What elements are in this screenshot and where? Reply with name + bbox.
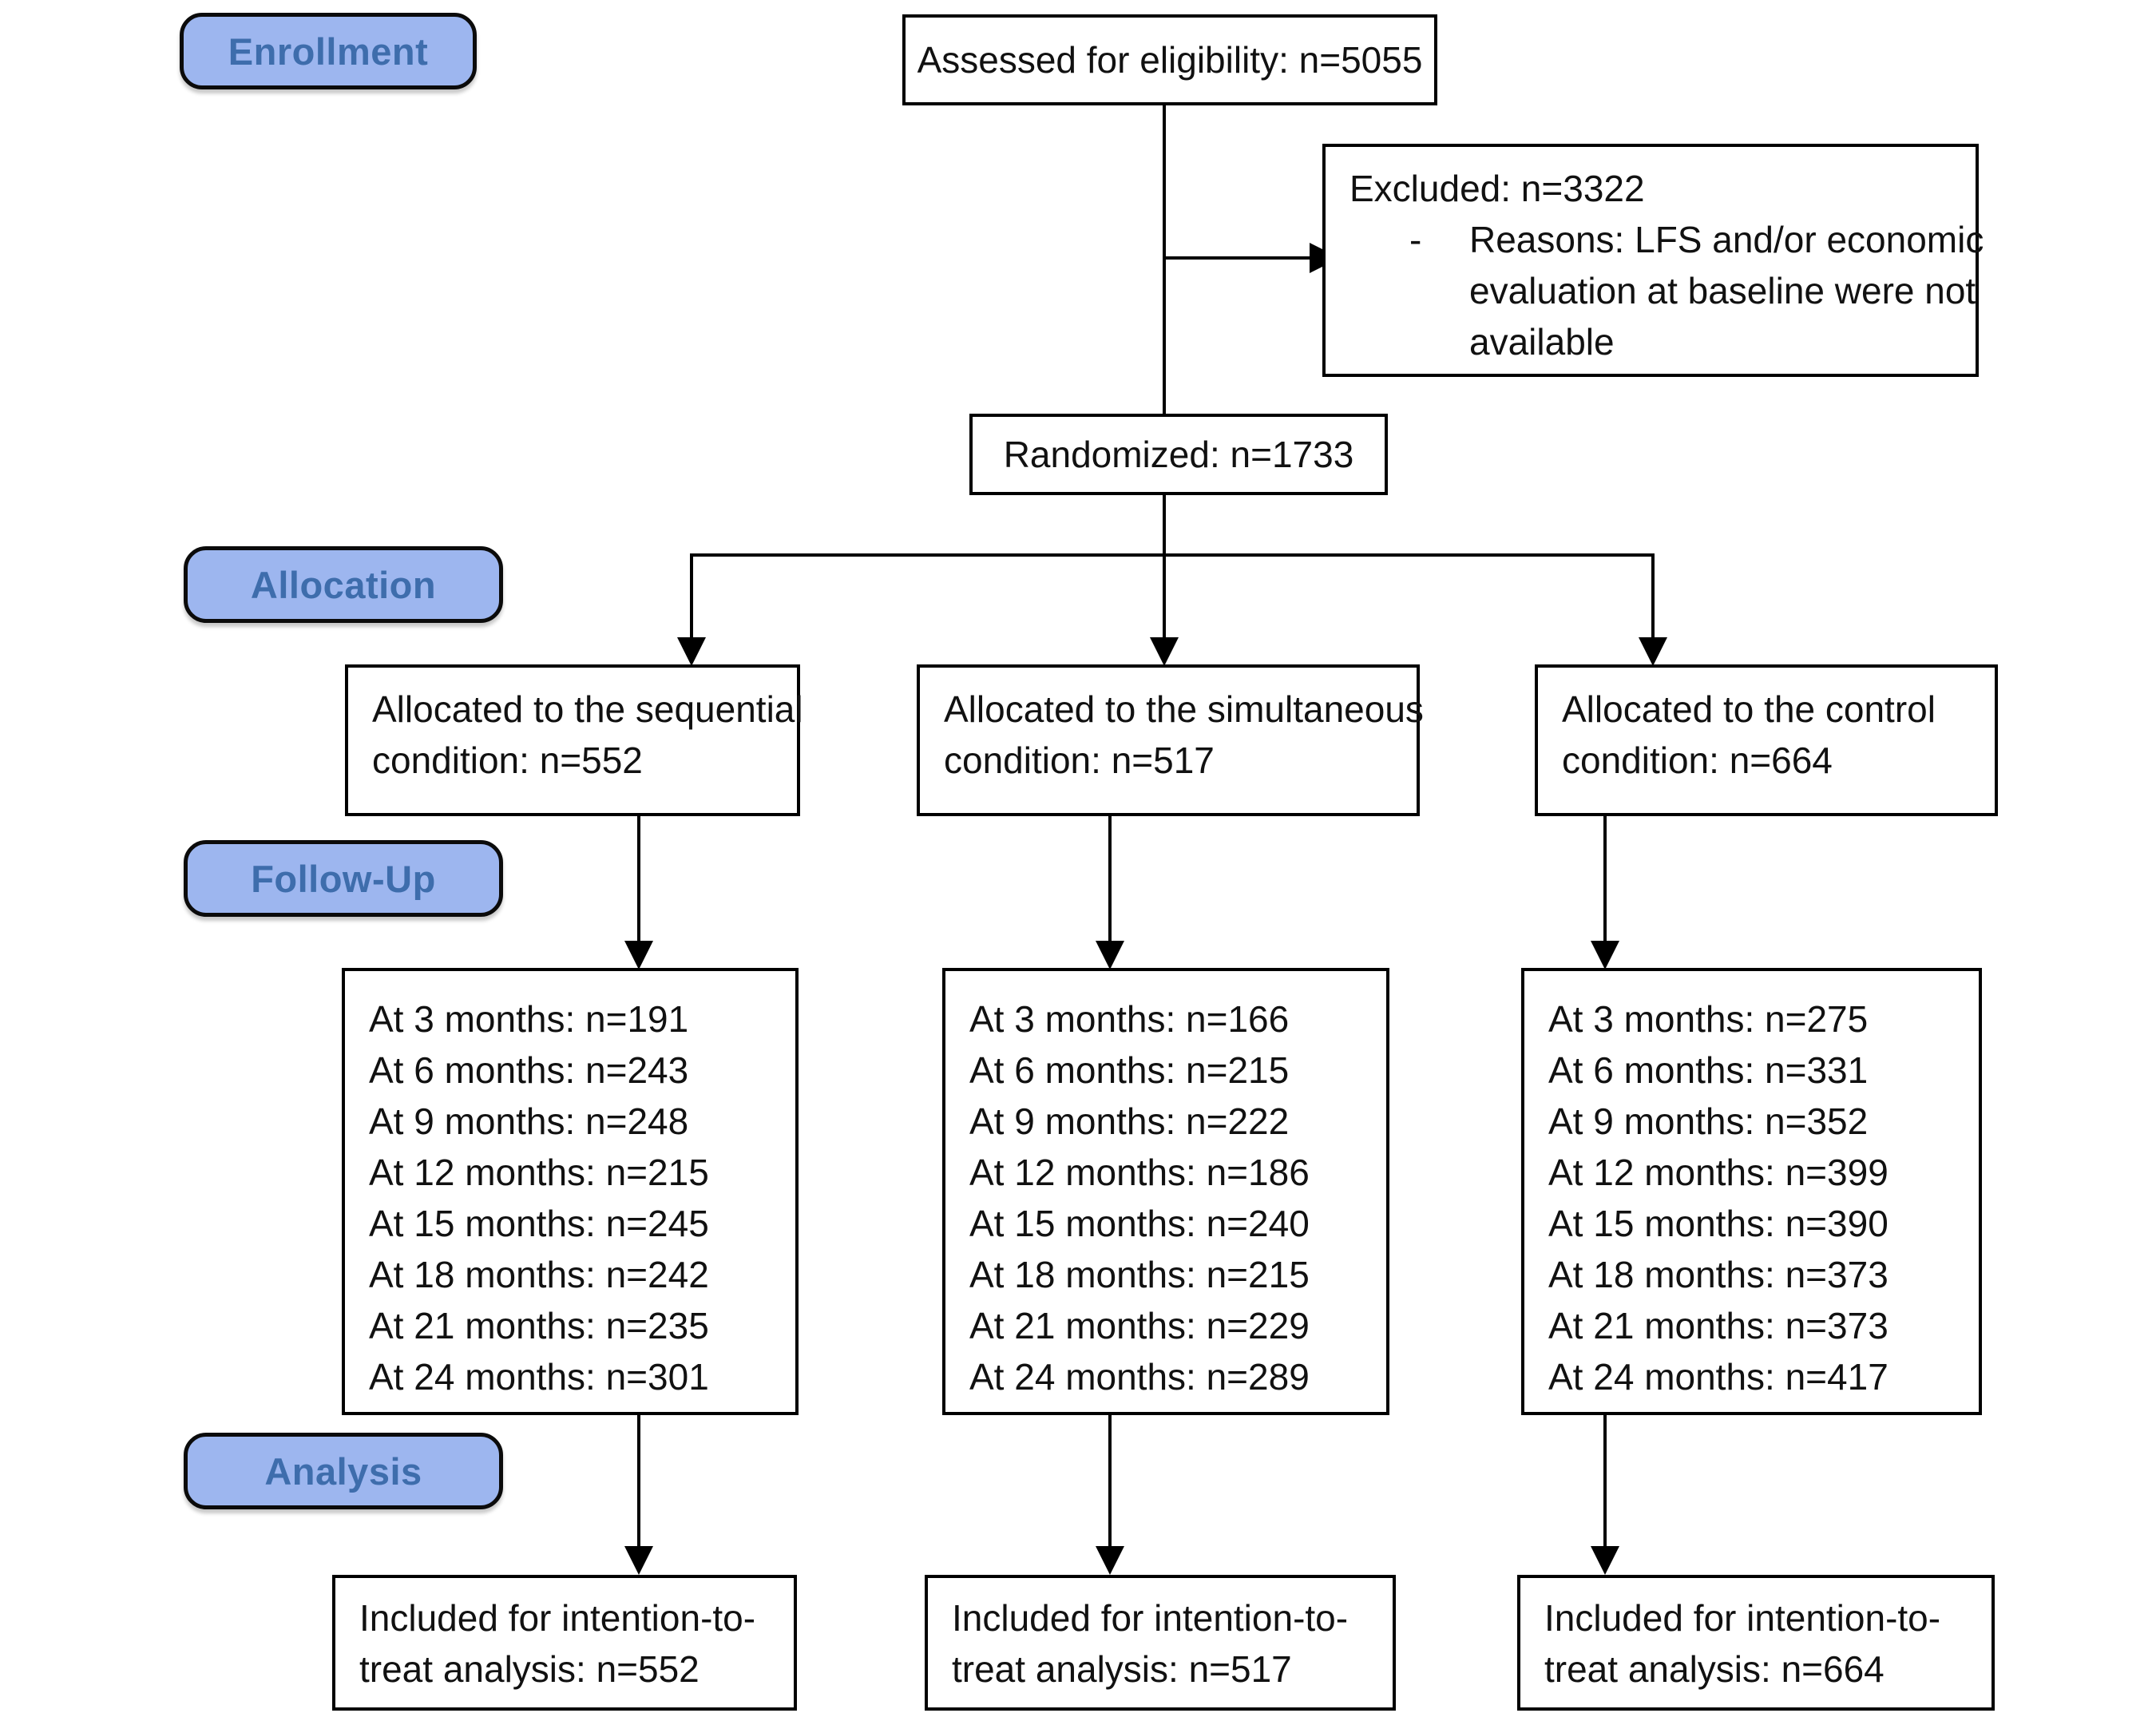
allocation-line: condition: n=517 xyxy=(944,740,1215,781)
followup-line: At 12 months: n=186 xyxy=(969,1152,1310,1193)
followup-line: At 6 months: n=215 xyxy=(969,1049,1290,1091)
stage-label-allocation: Allocation xyxy=(184,546,503,623)
box-followup-control: At 3 months: n=275 At 6 months: n=331 At… xyxy=(1521,968,1982,1415)
followup-line: At 18 months: n=242 xyxy=(369,1254,709,1295)
followup-line: At 3 months: n=191 xyxy=(369,998,689,1040)
box-analysis-sequential: Included for intention-to- treat analysi… xyxy=(332,1575,797,1711)
allocation-line: Allocated to the sequential xyxy=(372,688,803,730)
followup-line: At 15 months: n=245 xyxy=(369,1203,709,1244)
analysis-line: treat analysis: n=552 xyxy=(359,1648,700,1690)
followup-line: At 15 months: n=390 xyxy=(1548,1203,1888,1244)
arrowhead-allocation-left xyxy=(677,637,706,666)
allocation-line: Allocated to the control xyxy=(1562,688,1936,730)
box-excluded: Excluded: n=3322 - Reasons: LFS and/or e… xyxy=(1322,144,1984,377)
followup-line: At 6 months: n=243 xyxy=(369,1049,689,1091)
arrowhead-followup-left xyxy=(624,941,653,970)
box-randomized: Randomized: n=1733 xyxy=(969,414,1388,495)
followup-line: At 21 months: n=229 xyxy=(969,1305,1310,1346)
analysis-line: Included for intention-to- xyxy=(1544,1597,1941,1639)
followup-line: At 9 months: n=248 xyxy=(369,1100,689,1142)
stage-label-enrollment: Enrollment xyxy=(180,13,477,89)
box-allocation-sequential: Allocated to the sequential condition: n… xyxy=(345,664,803,816)
followup-line: At 12 months: n=215 xyxy=(369,1152,709,1193)
randomized-text: Randomized: n=1733 xyxy=(1003,434,1354,475)
stage-label-analysis: Analysis xyxy=(184,1433,503,1509)
box-followup-sequential: At 3 months: n=191 At 6 months: n=243 At… xyxy=(342,968,799,1415)
followup-line: At 24 months: n=289 xyxy=(969,1356,1310,1398)
box-followup-simultaneous: At 3 months: n=166 At 6 months: n=215 At… xyxy=(942,968,1389,1415)
followup-line: At 9 months: n=352 xyxy=(1548,1100,1869,1142)
analysis-line: Included for intention-to- xyxy=(359,1597,756,1639)
followup-line: At 24 months: n=417 xyxy=(1548,1356,1888,1398)
box-analysis-simultaneous: Included for intention-to- treat analysi… xyxy=(925,1575,1396,1711)
followup-line: At 3 months: n=166 xyxy=(969,998,1290,1040)
followup-line: At 15 months: n=240 xyxy=(969,1203,1310,1244)
excluded-title: Excluded: n=3322 xyxy=(1349,168,1645,209)
followup-line: At 9 months: n=222 xyxy=(969,1100,1290,1142)
excluded-reason-line: evaluation at baseline were not xyxy=(1469,270,1976,311)
box-analysis-control: Included for intention-to- treat analysi… xyxy=(1517,1575,1995,1711)
arrowhead-followup-right xyxy=(1591,941,1619,970)
excluded-reason-line: Reasons: LFS and/or economic xyxy=(1469,219,1984,260)
followup-line: At 6 months: n=331 xyxy=(1548,1049,1869,1091)
allocation-line: Allocated to the simultaneous xyxy=(944,688,1424,730)
arrowhead-allocation-mid xyxy=(1150,637,1179,666)
analysis-line: treat analysis: n=517 xyxy=(952,1648,1292,1690)
box-assessed: Assessed for eligibility: n=5055 xyxy=(902,14,1437,105)
arrowhead-analysis-right xyxy=(1591,1546,1619,1575)
arrowhead-followup-mid xyxy=(1096,941,1124,970)
excluded-bullet-dash: - xyxy=(1409,219,1422,260)
followup-line: At 18 months: n=373 xyxy=(1548,1254,1888,1295)
followup-line: At 21 months: n=235 xyxy=(369,1305,709,1346)
allocation-line: condition: n=664 xyxy=(1562,740,1833,781)
box-allocation-simultaneous: Allocated to the simultaneous condition:… xyxy=(917,664,1424,816)
analysis-line: treat analysis: n=664 xyxy=(1544,1648,1885,1690)
excluded-bullet-row: - Reasons: LFS and/or economic evaluatio… xyxy=(1349,214,1984,367)
stage-label-followup: Follow-Up xyxy=(184,840,503,917)
followup-line: At 21 months: n=373 xyxy=(1548,1305,1888,1346)
box-allocation-control: Allocated to the control condition: n=66… xyxy=(1535,664,1998,816)
assessed-text: Assessed for eligibility: n=5055 xyxy=(917,39,1423,81)
analysis-line: Included for intention-to- xyxy=(952,1597,1349,1639)
followup-line: At 24 months: n=301 xyxy=(369,1356,709,1398)
arrowhead-analysis-mid xyxy=(1096,1546,1124,1575)
arrowhead-allocation-right xyxy=(1639,637,1667,666)
allocation-line: condition: n=552 xyxy=(372,740,643,781)
followup-line: At 18 months: n=215 xyxy=(969,1254,1310,1295)
excluded-reason-line: available xyxy=(1469,321,1615,363)
followup-line: At 12 months: n=399 xyxy=(1548,1152,1888,1193)
followup-line: At 3 months: n=275 xyxy=(1548,998,1869,1040)
arrowhead-analysis-left xyxy=(624,1546,653,1575)
excluded-reasons: Reasons: LFS and/or economic evaluation … xyxy=(1469,214,1984,367)
